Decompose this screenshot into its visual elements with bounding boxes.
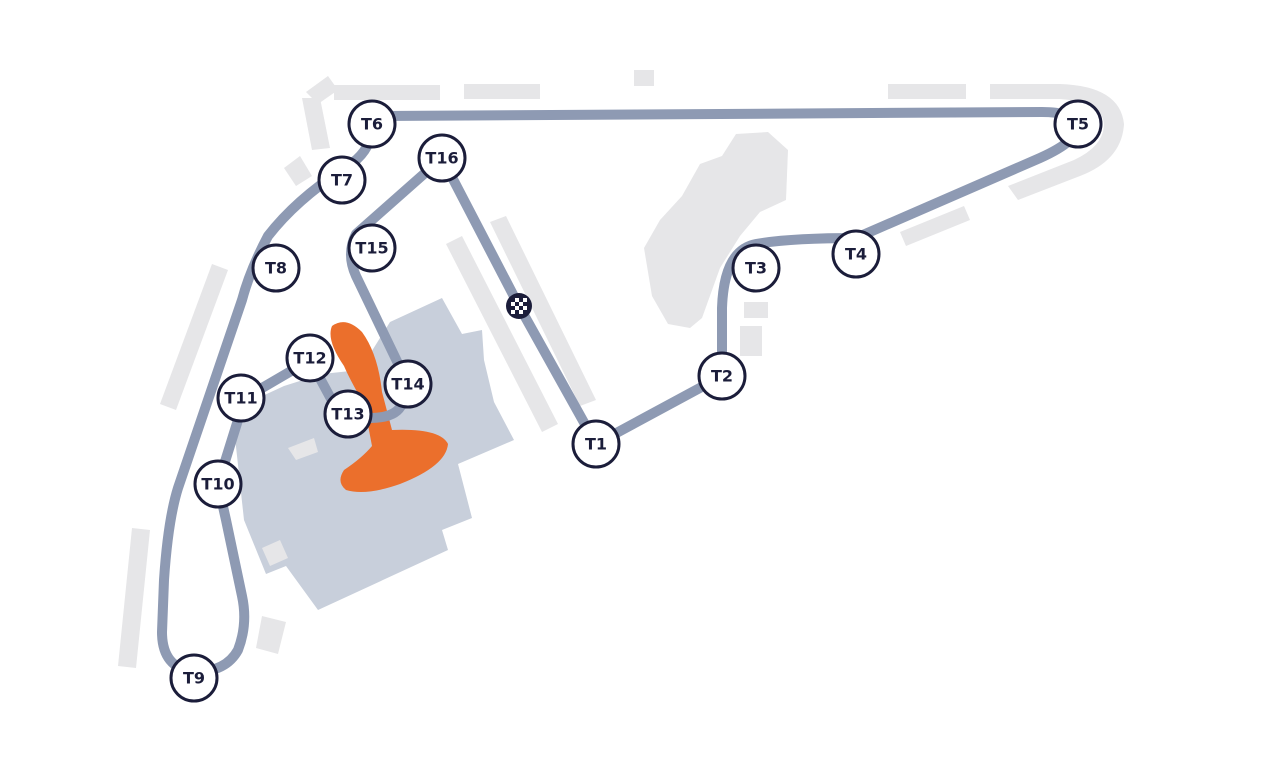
- corner-label: T8: [265, 259, 287, 278]
- corner-marker-t6[interactable]: T6: [347, 99, 397, 149]
- corner-marker-t1[interactable]: T1: [571, 419, 621, 469]
- barrier-strip: [634, 70, 654, 86]
- corner-markers: T1 T2 T3 T4 T5 T6 T7 T8: [169, 99, 1103, 703]
- barrier-strip: [990, 84, 1060, 99]
- corner-label: T6: [361, 115, 383, 134]
- barrier-strip: [284, 156, 312, 186]
- barrier-strip: [888, 84, 966, 99]
- corner-marker-t16[interactable]: T16: [417, 133, 467, 183]
- corner-label: T1: [585, 435, 607, 454]
- corner-label: T12: [293, 349, 326, 368]
- corner-marker-t13[interactable]: T13: [323, 389, 373, 439]
- paddock-annex: [262, 540, 288, 566]
- finish-line: [506, 293, 532, 319]
- paddock-annex: [288, 438, 318, 460]
- corner-label: T15: [355, 239, 388, 258]
- barrier-strip: [446, 236, 558, 432]
- corner-marker-t9[interactable]: T9: [169, 653, 219, 703]
- corner-label: T9: [183, 669, 205, 688]
- corner-marker-t11[interactable]: T11: [216, 373, 266, 423]
- corner-label: T2: [711, 367, 733, 386]
- barrier-strip: [118, 528, 150, 668]
- corner-label: T7: [331, 171, 353, 190]
- corner-label: T11: [224, 389, 257, 408]
- corner-marker-t15[interactable]: T15: [347, 223, 397, 273]
- corner-marker-t3[interactable]: T3: [731, 243, 781, 293]
- hotel-building: [644, 132, 788, 328]
- barrier-strip: [744, 302, 768, 318]
- corner-label: T4: [845, 245, 867, 264]
- barrier-strip: [256, 616, 286, 654]
- barrier-strip: [160, 264, 228, 410]
- barrier-layer: [118, 70, 1124, 668]
- corner-marker-t14[interactable]: T14: [383, 359, 433, 409]
- grandstand: [330, 322, 448, 492]
- corner-label: T16: [425, 149, 458, 168]
- checkered-flag-icon: [511, 298, 527, 314]
- barrier-strip: [740, 326, 762, 356]
- corner-marker-t4[interactable]: T4: [831, 229, 881, 279]
- corner-marker-t10[interactable]: T10: [193, 459, 243, 509]
- corner-marker-t5[interactable]: T5: [1053, 99, 1103, 149]
- corner-marker-t12[interactable]: T12: [285, 333, 335, 383]
- corner-label: T3: [745, 259, 767, 278]
- corner-label: T13: [331, 405, 364, 424]
- barrier-strip: [302, 98, 330, 150]
- corner-label: T14: [391, 375, 424, 394]
- barrier-strip: [900, 206, 970, 246]
- corner-label: T10: [201, 475, 234, 494]
- barrier-strip: [464, 84, 540, 99]
- barrier-strip: [490, 216, 596, 406]
- corner-marker-t7[interactable]: T7: [317, 155, 367, 205]
- barrier-strip: [334, 85, 440, 100]
- barrier-runoff-t5: [1008, 84, 1124, 200]
- corner-label: T5: [1067, 115, 1089, 134]
- barrier-strip: [306, 76, 338, 104]
- corner-marker-t8[interactable]: T8: [251, 243, 301, 293]
- corner-marker-t2[interactable]: T2: [697, 351, 747, 401]
